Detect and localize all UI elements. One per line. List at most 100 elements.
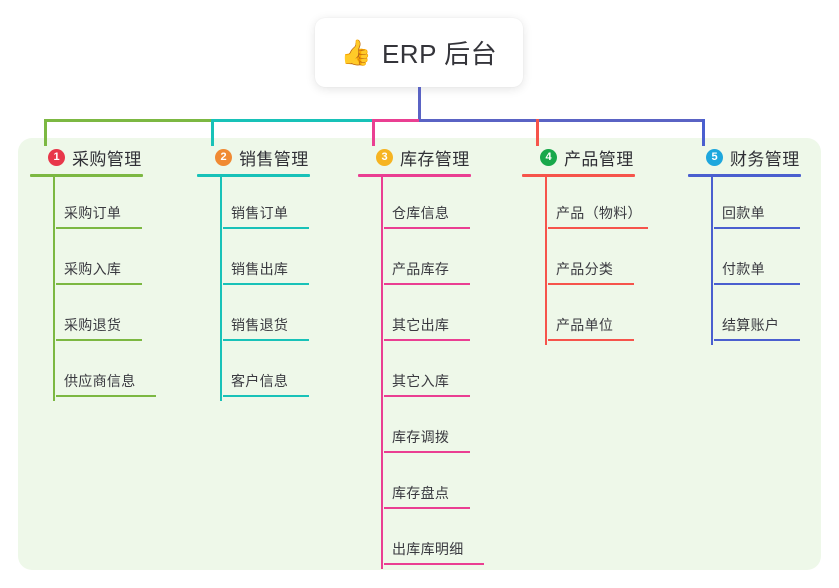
branch-body-1: 采购订单采购入库采购退货供应商信息 [30, 177, 156, 401]
branch-leaf-rule [56, 283, 142, 285]
branch-leaf-rule [384, 395, 470, 397]
branch-leaf[interactable]: 销售退货 [223, 289, 310, 345]
branch-leaf[interactable]: 客户信息 [223, 345, 310, 401]
branch-leaf-rule [548, 339, 634, 341]
branch-spine [220, 177, 222, 401]
branch-title: 财务管理 [730, 149, 800, 169]
branch-number-badge: 5 [706, 148, 723, 166]
branch-leaf-label: 出库库明细 [392, 541, 464, 557]
branch-leaf[interactable]: 结算账户 [714, 289, 801, 345]
branch-leaf[interactable]: 回款单 [714, 177, 801, 233]
branch-leaf[interactable]: 采购入库 [56, 233, 143, 289]
branch-leaf[interactable]: 产品（物料） [548, 177, 648, 233]
branch-leaf-label: 仓库信息 [392, 205, 450, 221]
branch-header-rule [358, 174, 471, 177]
branch-header-5[interactable]: 5 财务管理 [688, 146, 801, 169]
branch-leaf[interactable]: 仓库信息 [384, 177, 471, 233]
branch-number-badge: 3 [376, 148, 393, 166]
branch-leaf[interactable]: 采购订单 [56, 177, 143, 233]
branch-leaf-label: 其它出库 [392, 317, 450, 333]
branch-spine [53, 177, 55, 401]
branch-leaf[interactable]: 其它入库 [384, 345, 471, 401]
branch-leaf-label: 销售订单 [231, 205, 289, 221]
branch-leaf-rule [56, 339, 142, 341]
branch-leaf-label: 销售退货 [231, 317, 289, 333]
branch-number-badge: 2 [215, 148, 232, 166]
branch-leaf-label: 结算账户 [722, 317, 780, 333]
branch-leaf[interactable]: 其它出库 [384, 289, 471, 345]
branch-leaf[interactable]: 出库库明细 [384, 513, 484, 569]
branch-leaf-label: 产品单位 [556, 317, 614, 333]
branch-leaf-rule [714, 227, 800, 229]
root-title: ERP 后台 [381, 39, 498, 69]
branch-leaf[interactable]: 采购退货 [56, 289, 143, 345]
branch-body-4: 产品（物料） 产品分类产品单位 [522, 177, 648, 345]
root-trunk-connector [418, 87, 421, 122]
branch-leaf-rule [223, 283, 309, 285]
branch-column-5: 5 财务管理回款单付款单结算账户 [688, 146, 801, 345]
branch-spine [381, 177, 383, 569]
branch-drop-connector-4 [536, 119, 539, 146]
branch-leaf-label: 库存盘点 [392, 485, 450, 501]
branch-title: 库存管理 [400, 149, 470, 169]
bus-segment-4 [419, 119, 705, 122]
branch-spine [711, 177, 713, 345]
branch-leaf-label: 库存调拨 [392, 429, 450, 445]
branch-leaf-label: 回款单 [722, 205, 765, 221]
branch-leaf-rule [384, 283, 470, 285]
branch-header-3[interactable]: 3 库存管理 [358, 146, 471, 169]
branch-leaf-label: 客户信息 [231, 373, 289, 389]
branch-header-rule [197, 174, 310, 177]
branch-title: 产品管理 [564, 149, 634, 169]
branch-leaf-rule [56, 227, 142, 229]
branch-leaf-rule [548, 227, 648, 229]
branch-leaf-rule [223, 395, 309, 397]
branch-leaf-rule [384, 507, 470, 509]
branch-leaf[interactable]: 供应商信息 [56, 345, 156, 401]
branch-body-2: 销售订单销售出库销售退货客户信息 [197, 177, 310, 401]
branch-column-3: 3 库存管理仓库信息产品库存其它出库其它入库库存调拨库存盘点出库库明细 [358, 146, 484, 569]
branch-leaf-rule [384, 227, 470, 229]
branch-body-5: 回款单付款单结算账户 [688, 177, 801, 345]
branch-leaf-label: 付款单 [722, 261, 765, 277]
bus-segment-3 [372, 119, 422, 122]
branch-spine [545, 177, 547, 345]
branch-leaf[interactable]: 库存调拨 [384, 401, 471, 457]
branch-drop-connector-3 [372, 119, 375, 146]
branch-leaf[interactable]: 付款单 [714, 233, 801, 289]
branch-leaf[interactable]: 产品单位 [548, 289, 635, 345]
branch-leaf-label: 产品分类 [556, 261, 614, 277]
branch-leaf[interactable]: 销售出库 [223, 233, 310, 289]
branch-leaf[interactable]: 销售订单 [223, 177, 310, 233]
branch-leaf-rule [56, 395, 156, 397]
branch-title: 采购管理 [72, 149, 142, 169]
branches-panel [18, 138, 821, 570]
branch-leaf-label: 采购订单 [64, 205, 122, 221]
branch-leaf-label: 产品库存 [392, 261, 450, 277]
branch-leaf-rule [384, 339, 470, 341]
thumbs-up-icon: 👍 [340, 39, 372, 67]
bus-segment-1 [44, 119, 214, 122]
branch-leaf[interactable]: 产品分类 [548, 233, 635, 289]
root-node[interactable]: 👍 ERP 后台 [315, 18, 523, 87]
bus-segment-2 [211, 119, 375, 122]
branch-leaf-rule [223, 339, 309, 341]
branch-leaf-rule [548, 283, 634, 285]
branch-leaf[interactable]: 产品库存 [384, 233, 471, 289]
branch-header-rule [30, 174, 143, 177]
branch-leaf[interactable]: 库存盘点 [384, 457, 471, 513]
branch-leaf-rule [714, 283, 800, 285]
branch-header-rule [688, 174, 801, 177]
branch-leaf-label: 采购入库 [64, 261, 122, 277]
branch-leaf-label: 其它入库 [392, 373, 450, 389]
branch-header-rule [522, 174, 635, 177]
branch-leaf-label: 采购退货 [64, 317, 122, 333]
branch-body-3: 仓库信息产品库存其它出库其它入库库存调拨库存盘点出库库明细 [358, 177, 484, 569]
branch-leaf-label: 销售出库 [231, 261, 289, 277]
